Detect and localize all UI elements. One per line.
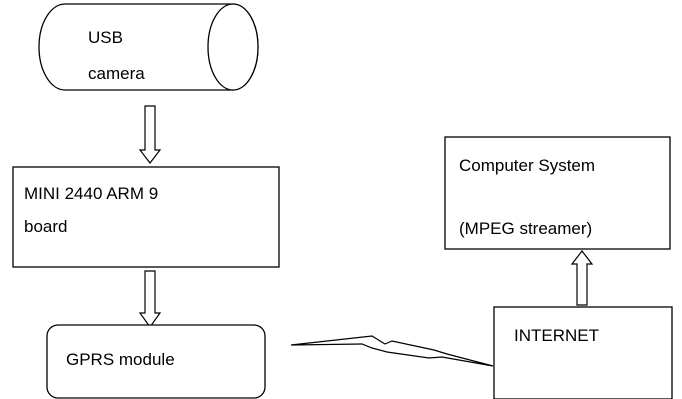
usb-camera-cylinder [38,3,259,91]
computer-system-label-line2: (MPEG streamer) [459,219,593,238]
arm-board-label-line1: MINI 2440 ARM 9 [24,184,159,203]
arm-board-box [12,166,280,268]
computer-system-label-line1: Computer System [459,156,596,175]
computer-system-box [444,136,671,250]
internet-box [493,306,673,399]
usb-camera-label-line2: camera [88,64,145,83]
arrow-camera-to-board [138,105,162,164]
arm-board-label-line2: board [24,217,68,236]
arrow-internet-to-computer [570,250,594,306]
gprs-module-box [46,324,266,399]
arrow-board-to-gprs [138,270,162,329]
internet-label: INTERNET [514,326,599,345]
usb-camera-label-line1: USB [88,28,123,47]
gprs-module-label: GPRS module [66,350,175,369]
wireless-link-bolt [290,335,494,367]
